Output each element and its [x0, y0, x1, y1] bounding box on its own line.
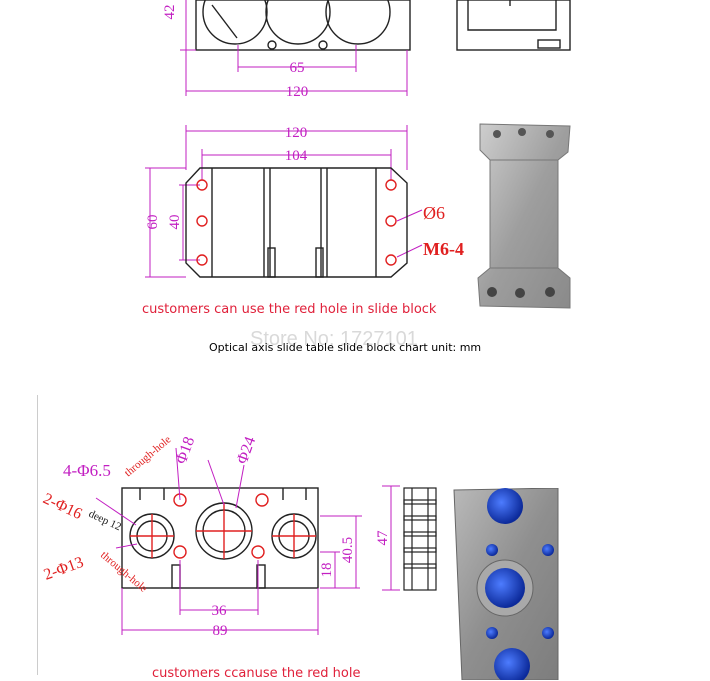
label-mount-holes: 4-Φ6.5 — [63, 461, 111, 480]
dim-hole-spacing: 40 — [167, 215, 183, 230]
dim-hole-spacing-65: 65 — [290, 60, 305, 76]
label-bore: 2-Φ13 — [42, 554, 86, 584]
red-hole — [255, 493, 269, 507]
slide-block-outline — [185, 167, 408, 278]
label-hole-diameter: Ø6 — [423, 203, 445, 223]
label-deep: deep 12 — [87, 508, 123, 533]
red-hole — [196, 179, 208, 191]
red-hole — [385, 254, 397, 266]
red-hole — [385, 215, 397, 227]
support-block-photo — [453, 488, 559, 680]
dim-height-42: 42 — [162, 5, 178, 20]
red-hole — [196, 254, 208, 266]
slide-block-drawing: 120 104 60 40 Ø6 M6-4 — [145, 125, 464, 278]
label-thread: M6-4 — [423, 239, 464, 259]
dim-width-120: 120 — [286, 84, 309, 100]
dim-width-89: 89 — [213, 623, 228, 639]
dim-total-width: 120 — [285, 125, 308, 141]
support-block-drawing: 4-Φ6.5 through-hole Φ18 Φ24 2-Φ16 deep 1… — [40, 434, 437, 639]
label-through-hole-1: through-hole — [122, 434, 173, 480]
dim-hole-spacing-36: 36 — [212, 603, 228, 619]
bore-right — [325, 0, 391, 45]
small-hole — [318, 40, 328, 50]
red-hole — [173, 545, 187, 559]
red-hole — [196, 215, 208, 227]
bore-left — [202, 0, 268, 45]
dim-total-height-47: 47 — [375, 530, 391, 546]
slide-block-photo — [477, 123, 571, 309]
bore-center — [265, 0, 331, 45]
label-center-counterbore: Φ24 — [234, 435, 259, 467]
support-block-outline — [121, 487, 319, 589]
dim-hole-span: 104 — [285, 148, 308, 164]
label-counterbore: 2-Φ16 — [40, 490, 84, 523]
top-view-drawing: 42 65 120 — [162, 0, 571, 100]
side-view-outline — [456, 0, 571, 51]
dim-height: 60 — [145, 215, 161, 230]
small-hole — [267, 40, 277, 50]
watermark: Store No: 1727101 — [250, 328, 418, 350]
red-hole — [385, 179, 397, 191]
slide-block-caption: customers can use the red hole in slide … — [142, 302, 437, 317]
chart-caption: Optical axis slide table slide block cha… — [209, 341, 482, 354]
support-block-side-view — [403, 487, 437, 591]
dim-axis-height-40-5: 40.5 — [340, 537, 356, 563]
support-block-caption: customers ccanuse the red hole — [152, 666, 361, 681]
red-hole — [251, 545, 265, 559]
label-center-bore: Φ18 — [173, 435, 198, 467]
block-outline — [195, 0, 411, 51]
dim-hole-height-18: 18 — [319, 563, 335, 578]
divider-line — [37, 395, 38, 675]
